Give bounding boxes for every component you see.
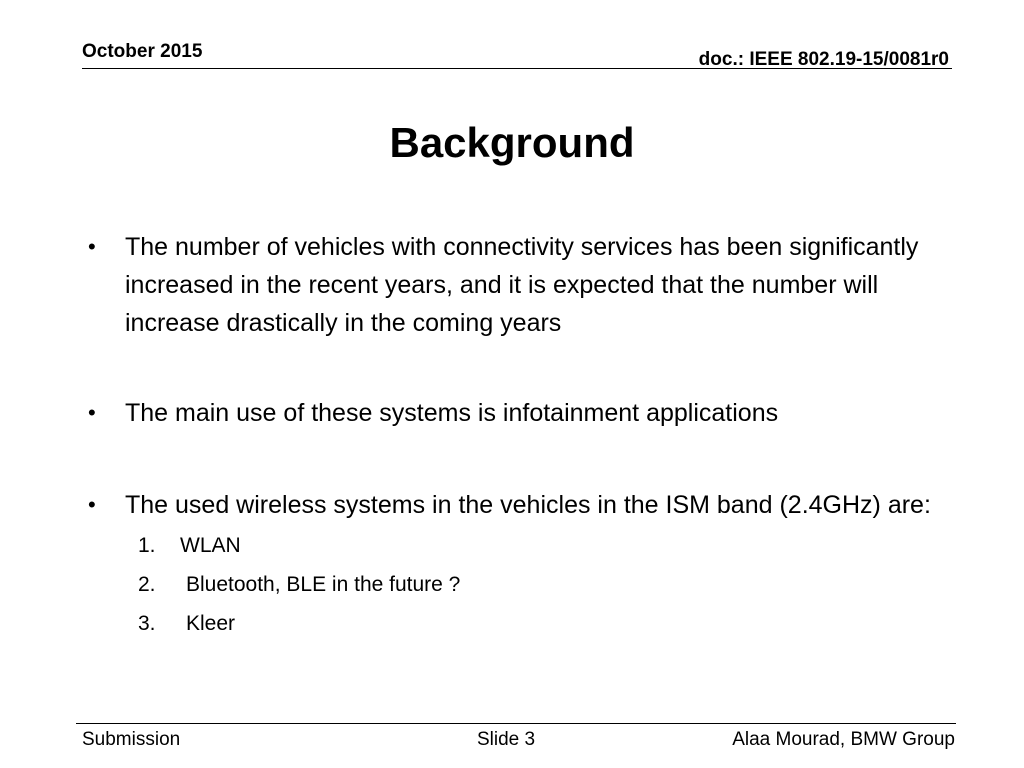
bullet-item: • The main use of these systems is infot… [82,394,932,432]
numbered-item: 3. Kleer [82,604,932,643]
footer-submission: Submission [82,729,181,750]
footer-slide-number: Slide 3 [477,729,536,750]
bullet-marker: • [88,400,96,425]
slide-body: • The number of vehicles with connectivi… [82,228,932,643]
bullet-marker: • [88,234,96,259]
bullet-text: The used wireless systems in the vehicle… [125,491,931,519]
bullet-text: The number of vehicles with connectivity… [125,233,919,337]
footer-author: Alaa Mourad, BMW Group [732,729,955,750]
numbered-list: 1. WLAN 2. Bluetooth, BLE in the future … [82,526,932,643]
item-number: 1. [138,534,156,557]
bullet-marker: • [88,492,96,517]
bullet-item: • The used wireless systems in the vehic… [82,486,932,524]
item-text: WLAN [180,534,241,557]
bullet-text: The main use of these systems is infotai… [125,399,779,427]
slide-title: Background [389,119,635,166]
header-date: October 2015 [82,41,203,62]
numbered-item: 1. WLAN [82,526,932,565]
item-number: 2. [138,573,156,596]
numbered-item: 2. Bluetooth, BLE in the future ? [82,565,932,604]
item-text: Bluetooth, BLE in the future ? [186,573,461,596]
bullet-item: • The number of vehicles with connectivi… [82,228,932,342]
header-doc-id: doc.: IEEE 802.19-15/0081r0 [698,49,949,70]
item-text: Kleer [186,612,236,635]
item-number: 3. [138,612,156,635]
footer-divider [76,723,956,724]
header-divider [82,68,952,69]
